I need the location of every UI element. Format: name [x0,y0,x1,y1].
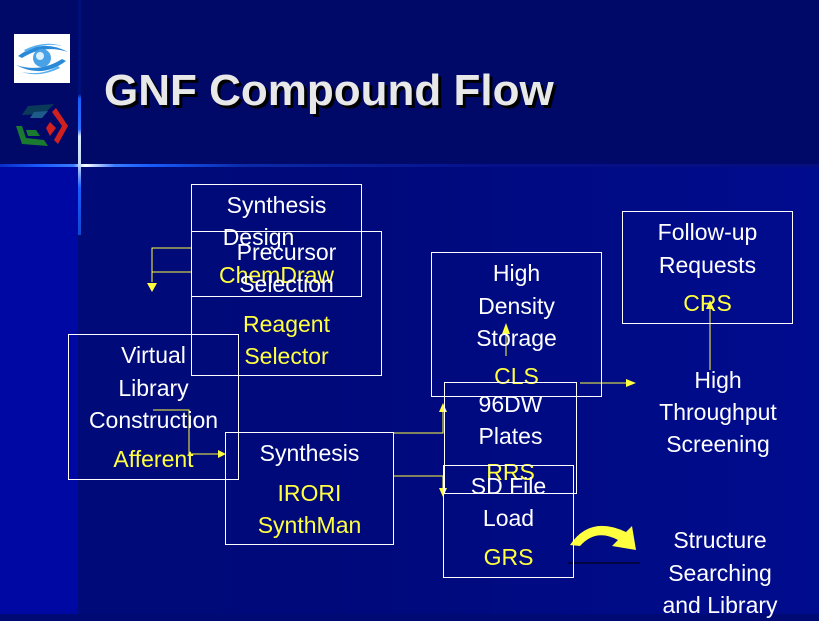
node-plates-label-2: Plates [478,423,543,449]
node-virtual-library[interactable] [68,334,239,480]
node-synthesis-design-label-2: Design [222,224,295,250]
node-hts-label-1: High [694,367,742,393]
node-storage-label-3: Storage [476,325,557,351]
node-synthesis[interactable] [225,432,394,545]
node-storage-label-1: High [492,260,541,286]
node-virtual-library-label-1: Virtual [121,342,186,368]
node-sd-file-load[interactable] [443,465,574,578]
node-sdfile-tool: GRS [483,544,534,570]
content-band [0,165,819,614]
node-hts-label-2: Throughput [659,399,777,425]
node-sdfile-label-1: SD File [470,473,547,499]
eye-logo-icon [14,34,70,83]
node-plates-label-1: 96DW [478,391,543,417]
node-synthesis-design-tool: ChemDraw [218,262,335,288]
vertical-divider [78,0,81,235]
node-sdfile-label-2: Load [482,505,535,531]
node-precursor-selection[interactable] [191,231,382,376]
node-high-density-storage[interactable] [431,252,602,397]
node-synthesis-tool-1: IRORI [277,480,342,506]
node-virtual-library-tool: Afferent [113,446,194,472]
node-precursor-selection-label-1: Precursor [236,239,337,265]
node-precursor-selection-label-2: Selection [239,271,334,297]
header-band [0,0,819,165]
node-virtual-library-label-2: Library [118,375,189,401]
cube-logo-icon [14,102,70,146]
node-plates-tool: RRS [486,459,535,485]
node-hts-label-3: Screening [666,431,770,457]
node-followup-label-2: Requests [658,252,757,278]
node-precursor-selection-tool-2: Selector [244,343,329,369]
horizontal-divider [0,164,819,167]
left-strip [0,165,78,614]
node-96dw-plates[interactable] [444,382,577,494]
node-structure-label-3: and Library [662,592,778,618]
node-synthesis-design-label-1: Synthesis [226,192,327,218]
node-structure-label-1: Structure [673,527,767,553]
node-storage-label-2: Density [478,293,555,319]
node-follow-up-requests[interactable] [622,211,793,324]
node-storage-tool: CLS [494,363,539,389]
slide-title: GNF Compound Flow [104,66,554,115]
node-synthesis-tool-2: SynthMan [257,512,362,538]
node-precursor-selection-tool-1: Reagent [243,311,330,337]
node-followup-label-1: Follow-up [657,219,758,245]
node-virtual-library-label-3: Construction [88,407,219,433]
node-synthesis-label: Synthesis [259,440,360,466]
node-structure-label-2: Searching [668,560,772,586]
node-followup-tool: CRS [683,290,732,316]
